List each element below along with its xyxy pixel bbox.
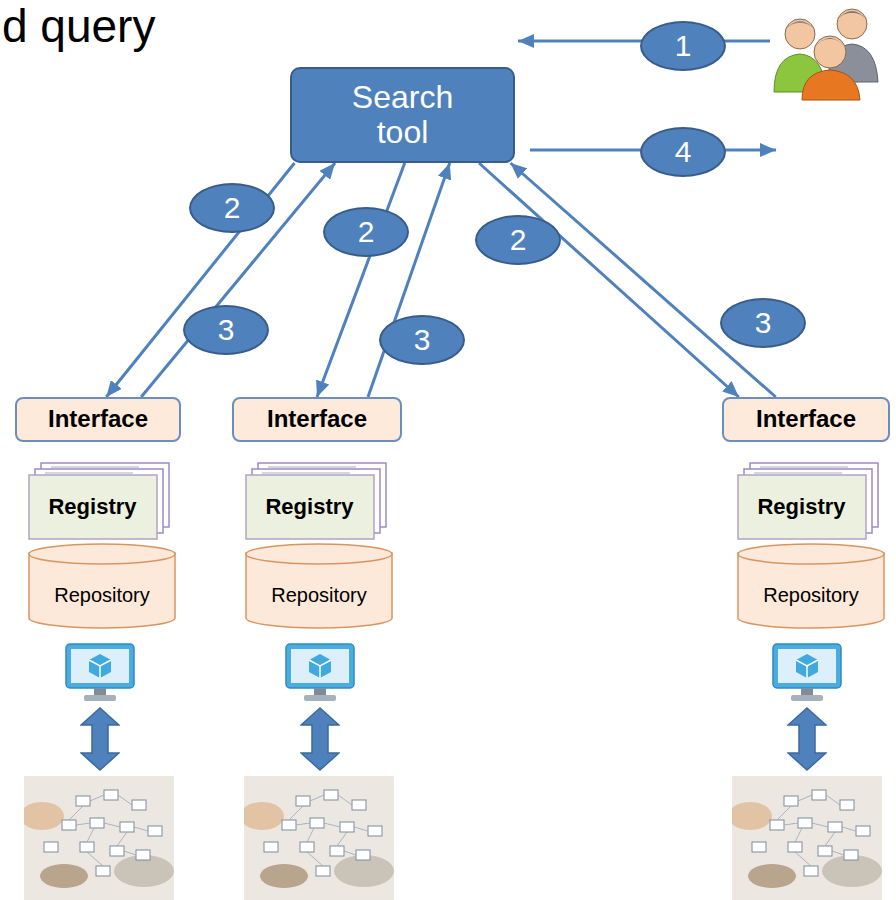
- step-number: 4: [675, 137, 692, 167]
- query-arrow: [317, 163, 405, 397]
- node-label: Registry: [757, 495, 845, 519]
- step-oval: 2: [189, 183, 275, 233]
- step-number: 3: [218, 315, 235, 345]
- step-number: 1: [675, 31, 692, 61]
- repository-cylinder: Repository: [245, 543, 393, 629]
- computer-icon: [286, 644, 354, 701]
- step-number: 2: [510, 225, 527, 255]
- step-number: 2: [224, 193, 241, 223]
- step-oval: 3: [183, 305, 269, 355]
- step-oval: 1: [640, 21, 726, 71]
- step-oval: 2: [323, 207, 409, 257]
- registry-pages: Registry: [245, 462, 387, 540]
- network-picture: [20, 776, 174, 900]
- registry-pages: Registry: [737, 462, 879, 540]
- page-line: [262, 472, 350, 474]
- double-arrow: [301, 708, 339, 770]
- step-number: 3: [414, 325, 431, 355]
- cylinder-top: [29, 544, 175, 564]
- page-line: [268, 466, 356, 468]
- repository-cylinder: Repository: [737, 543, 885, 629]
- step-number: 2: [358, 217, 375, 247]
- node-label: Repository: [271, 584, 367, 606]
- query-arrow: [511, 163, 776, 397]
- computer-icon: [773, 644, 841, 701]
- step-oval: 4: [640, 127, 726, 177]
- registry-page: [29, 475, 157, 539]
- step-oval: 3: [720, 298, 806, 348]
- network-picture: [240, 776, 394, 900]
- search-tool-box: Search tool: [290, 67, 515, 163]
- node-label: Search tool: [328, 80, 478, 150]
- query-arrow: [479, 163, 739, 397]
- query-arrow: [106, 163, 294, 397]
- network-picture: [728, 776, 882, 900]
- page-line: [45, 472, 133, 474]
- double-arrow: [788, 708, 826, 770]
- registry-page: [738, 475, 866, 539]
- interface-box: Interface: [15, 397, 181, 442]
- page-line: [760, 466, 848, 468]
- node-label: Registry: [265, 495, 353, 519]
- page-line: [51, 466, 139, 468]
- node-label: Interface: [756, 406, 856, 432]
- cylinder-top: [738, 544, 884, 564]
- step-number: 3: [755, 308, 772, 338]
- node-label: Interface: [48, 406, 148, 432]
- query-arrow: [141, 163, 335, 397]
- registry-page: [246, 475, 374, 539]
- node-label: Repository: [54, 584, 150, 606]
- double-arrow: [81, 708, 119, 770]
- computer-icon: [66, 644, 134, 701]
- repository-cylinder: Repository: [28, 543, 176, 629]
- users-icon: [774, 9, 878, 100]
- step-oval: 2: [475, 215, 561, 265]
- cylinder-top: [246, 544, 392, 564]
- node-label: Registry: [48, 495, 136, 519]
- node-label: Repository: [763, 584, 859, 606]
- step-oval: 3: [379, 315, 465, 365]
- registry-pages: Registry: [28, 462, 170, 540]
- interface-box: Interface: [722, 397, 890, 442]
- interface-box: Interface: [232, 397, 402, 442]
- page-title: d query: [2, 2, 155, 50]
- node-label: Interface: [267, 406, 367, 432]
- page-line: [754, 472, 842, 474]
